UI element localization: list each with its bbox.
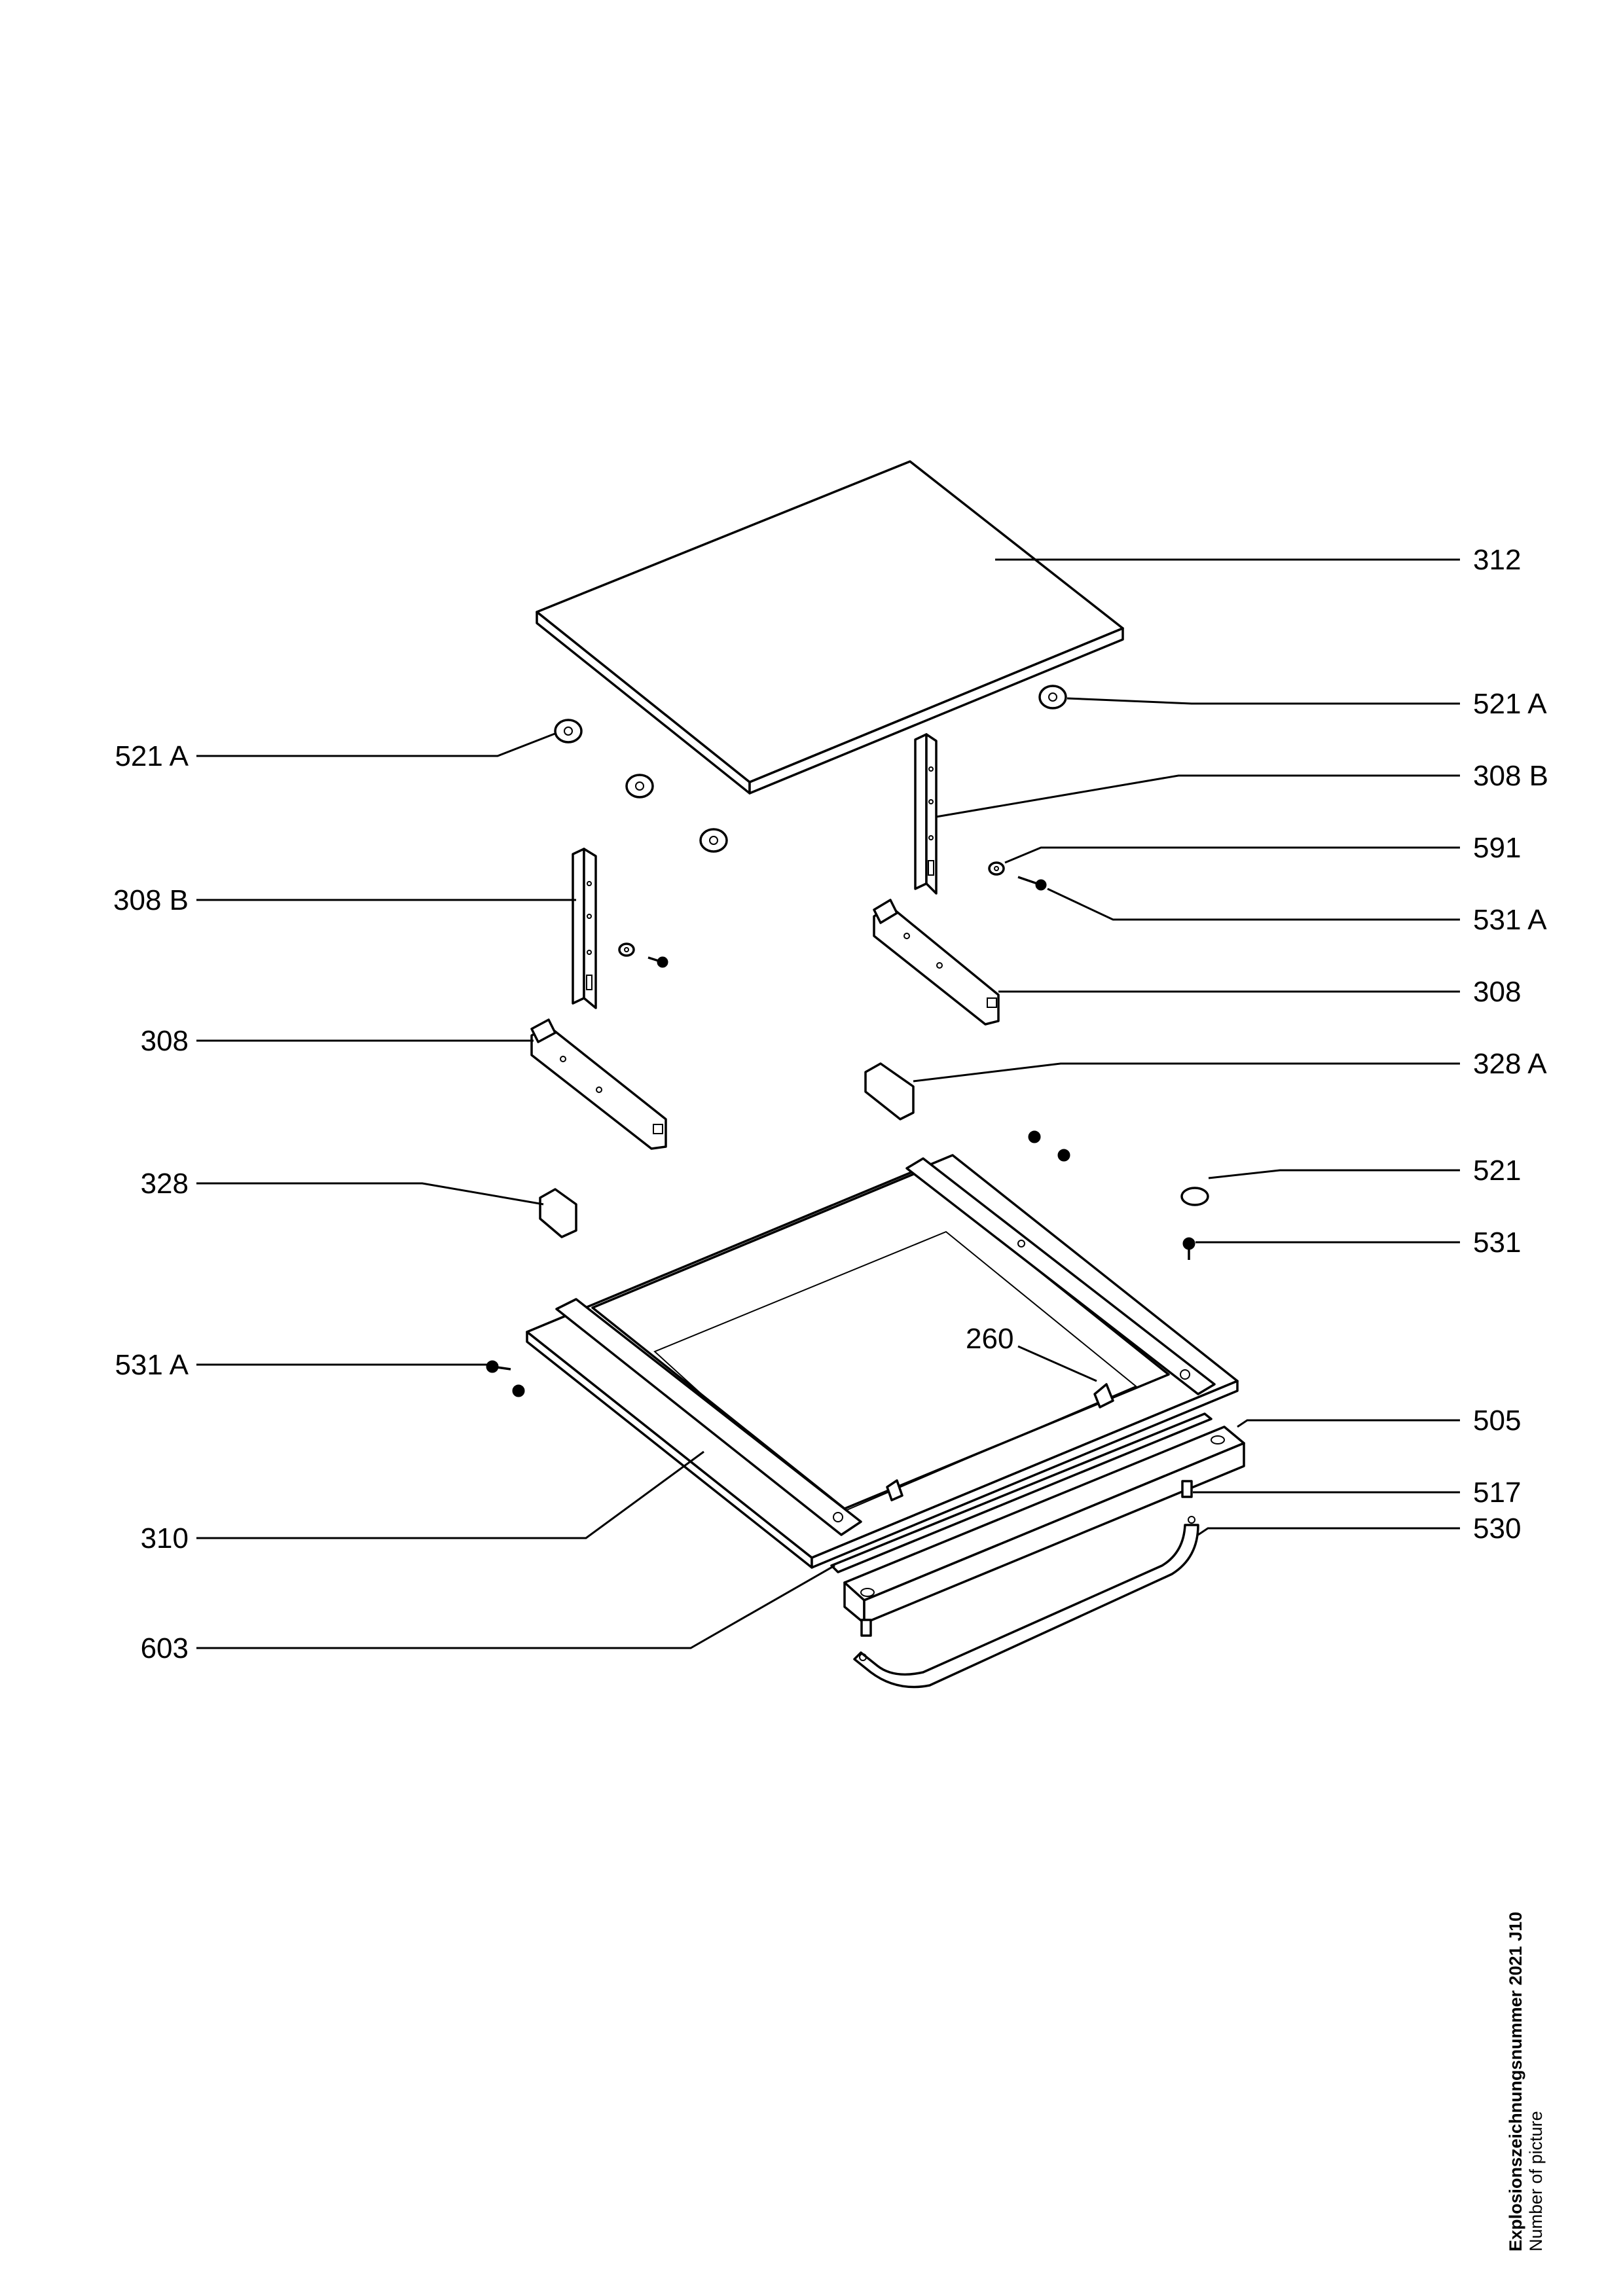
glass-plate-312: [536, 460, 1124, 795]
label-531a-right: 531 A: [1473, 904, 1547, 936]
hinge-308-right: [873, 899, 1000, 1026]
label-308-right: 308: [1473, 976, 1521, 1008]
label-521a-left: 521 A: [115, 740, 189, 772]
label-328a: 328 A: [1473, 1048, 1547, 1080]
clip-328: [539, 1188, 577, 1238]
label-530: 530: [1473, 1513, 1521, 1545]
label-517: 517: [1473, 1477, 1521, 1509]
label-505: 505: [1473, 1405, 1521, 1437]
leader-lines-right: [913, 558, 1460, 1536]
label-308-left: 308: [141, 1025, 189, 1057]
part-labels: 312 521 A 308 B 591 531 A 308 328 A 521 …: [113, 544, 1548, 1664]
leader-lines-left: [196, 732, 1097, 1649]
label-260: 260: [966, 1323, 1013, 1355]
label-308b-left: 308 B: [113, 884, 189, 916]
label-308b-right: 308 B: [1473, 760, 1548, 792]
hinge-bracket-308b-right: [914, 733, 938, 895]
label-312: 312: [1473, 544, 1521, 576]
washer-screw-group: [618, 861, 1047, 968]
bumper-521a-group: [554, 685, 1067, 853]
frame-310: [526, 1154, 1239, 1569]
caption-subtitle: Number of picture: [1526, 2111, 1546, 2251]
label-521a-right: 521 A: [1473, 688, 1547, 720]
label-310: 310: [141, 1522, 189, 1554]
label-531: 531: [1473, 1227, 1521, 1259]
hinge-bracket-308b-left: [572, 848, 597, 1009]
label-603: 603: [141, 1632, 189, 1664]
handle-530: [853, 1480, 1199, 1689]
picture-number-caption: Explosionszeichnungsnummer 2021 J10 Numb…: [1506, 1885, 1546, 2251]
label-328: 328: [141, 1168, 189, 1200]
rail-603: [830, 1412, 1213, 1573]
label-531a-left: 531 A: [115, 1349, 189, 1381]
caption-title: Explosionszeichnungsnummer 2021 J10: [1506, 1911, 1525, 2251]
label-591: 591: [1473, 832, 1521, 864]
label-521: 521: [1473, 1155, 1521, 1187]
clip-328a: [864, 1062, 915, 1121]
bar-505: [843, 1426, 1245, 1624]
hinge-308-left: [530, 1018, 667, 1150]
